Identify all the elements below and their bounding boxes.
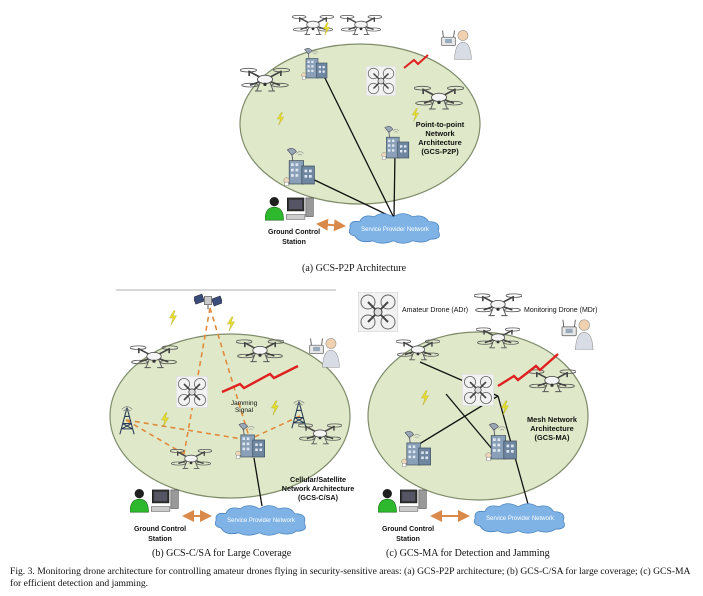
svg-text:(GCS-C/SA): (GCS-C/SA) xyxy=(298,493,339,502)
jamming-label-line2: Signal xyxy=(235,407,254,414)
monitoring-drone-legend-icon xyxy=(474,293,522,317)
gcs-cloud-arrow xyxy=(316,218,346,232)
jamming-label-line1: Jamming xyxy=(231,400,258,407)
gcs-label-line2: Station xyxy=(148,536,172,543)
panel-b-caption: (b) GCS-C/SA for Large Coverage xyxy=(152,548,292,559)
panel-a-caption: (a) GCS-P2P Architecture xyxy=(302,263,407,274)
amateur-drone-legend-icon xyxy=(358,292,398,332)
svg-text:Architecture: Architecture xyxy=(418,138,462,147)
amateur-drone-icon xyxy=(462,374,494,406)
monitoring-drone-icon xyxy=(340,14,382,36)
panel-c-caption: (c) GCS-MA for Detection and Jamming xyxy=(386,548,550,559)
legend: Amateur Drone (ADr) Monitoring Drone (MD… xyxy=(358,292,598,332)
satellite-icon xyxy=(194,293,222,310)
panel-a: Service Provider Network Ground Control … xyxy=(239,14,481,246)
gcs-label-line2: Station xyxy=(282,239,306,246)
architecture-label: Mesh Network Architecture (GCS-MA) xyxy=(527,415,578,442)
amateur-drone-icon xyxy=(176,376,208,408)
gcs-label-line1: Ground Control xyxy=(134,526,186,533)
figure-caption: Fig. 3. Monitoring drone architecture fo… xyxy=(10,566,690,589)
ground-control-station-icon xyxy=(130,488,179,513)
wireless-link-icon xyxy=(323,22,330,36)
gcs-label-line1: Ground Control xyxy=(268,229,320,236)
ground-control-station-icon xyxy=(265,196,314,221)
svg-text:(GCS-P2P): (GCS-P2P) xyxy=(421,147,459,156)
gcs-label-line1: Ground Control xyxy=(382,526,434,533)
legend-amateur-label: Amateur Drone (ADr) xyxy=(402,307,468,314)
operator-icon xyxy=(561,319,594,350)
panel-c: Amateur Drone (ADr) Monitoring Drone (MD… xyxy=(358,292,598,543)
monitoring-drone-icon xyxy=(292,14,334,36)
cloud-label: Service Provider Network xyxy=(361,227,430,233)
wireless-link-icon xyxy=(169,310,177,326)
jamming-signal-icon xyxy=(221,364,299,394)
panel-b: Jamming Signal Cellular/Satellite Networ… xyxy=(109,289,354,543)
legend-monitoring-label: Monitoring Drone (MDr) xyxy=(524,307,598,314)
svg-text:Network: Network xyxy=(425,129,455,138)
cloud-label: Service Provider Network xyxy=(486,516,555,522)
architecture-label: Cellular/Satellite Network Architecture … xyxy=(282,475,354,502)
jamming-signal-icon xyxy=(497,353,559,388)
architecture-label: Point-to-point Network Architecture (GCS… xyxy=(416,120,465,156)
svg-text:Point-to-point: Point-to-point xyxy=(416,120,465,129)
svg-text:Cellular/Satellite: Cellular/Satellite xyxy=(290,475,346,484)
network-link xyxy=(253,457,263,507)
ground-control-station-icon xyxy=(378,488,427,513)
operator-icon xyxy=(441,29,472,60)
svg-text:Mesh Network: Mesh Network xyxy=(527,415,578,424)
gcs-label-line2: Station xyxy=(396,536,420,543)
cloud-label: Service Provider Network xyxy=(227,518,296,524)
svg-text:Architecture: Architecture xyxy=(530,424,574,433)
jamming-signal-icon xyxy=(403,54,429,69)
svg-text:Network Architecture: Network Architecture xyxy=(282,484,354,493)
amateur-drone-icon xyxy=(366,66,396,96)
network-links-a xyxy=(303,71,396,219)
svg-text:(GCS-MA): (GCS-MA) xyxy=(535,433,570,442)
wireless-link-icon xyxy=(227,316,235,332)
coverage-zone-b xyxy=(109,333,351,499)
